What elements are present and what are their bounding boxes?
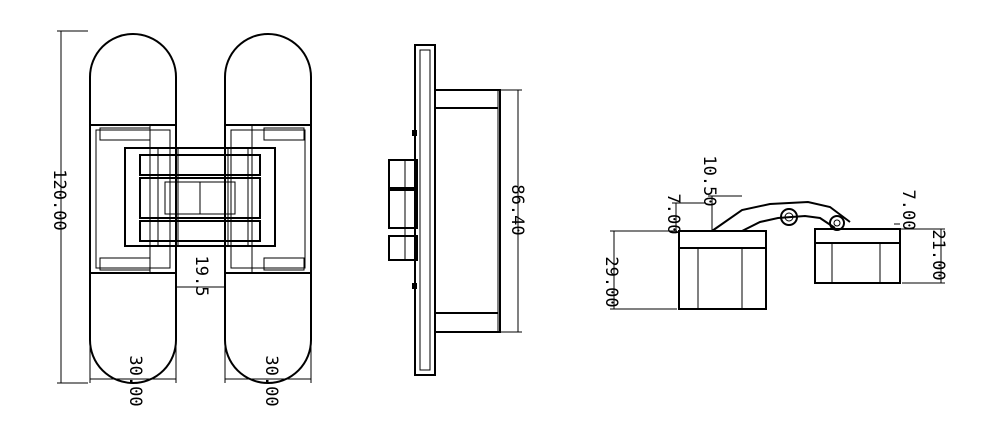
label-21-00: 21.00 bbox=[928, 229, 948, 280]
dim-front-height: 120.00 bbox=[49, 30, 88, 384]
dim-front-width-left: 30.00 bbox=[89, 340, 177, 407]
top-view: 29.00 7.00 10.50 7.00 21.00 bbox=[601, 155, 948, 310]
label-19-5: 19.5 bbox=[191, 256, 211, 297]
top-left-housing bbox=[678, 230, 767, 310]
label-120: 120.00 bbox=[49, 169, 69, 230]
dim-front-gap: 19.5 bbox=[175, 256, 226, 297]
front-right-plate bbox=[224, 124, 312, 274]
dim-top-offset-right: 7.00 bbox=[894, 190, 918, 231]
dim-side-height: 86.40 bbox=[500, 89, 527, 333]
label-7-left: 7.00 bbox=[663, 194, 683, 235]
label-7-right: 7.00 bbox=[898, 190, 918, 231]
label-30-left: 30.00 bbox=[125, 355, 145, 406]
dim-top-arm-height: 10.50 bbox=[699, 155, 742, 231]
top-pivot-left bbox=[780, 208, 798, 226]
dim-top-offset-left: 7.00 bbox=[663, 194, 706, 235]
label-86-40: 86.40 bbox=[507, 184, 527, 235]
label-29-00: 29.00 bbox=[601, 256, 621, 307]
dim-top-height-right: 21.00 bbox=[902, 228, 948, 284]
side-knuckle-mid bbox=[388, 189, 418, 229]
top-right-housing bbox=[814, 228, 901, 284]
top-pivot-right bbox=[829, 215, 845, 231]
dim-top-height-left: 29.00 bbox=[601, 230, 677, 310]
front-left-plate bbox=[89, 124, 177, 274]
front-mechanism bbox=[124, 147, 276, 247]
side-view: 86.40 bbox=[388, 44, 527, 376]
side-body bbox=[435, 89, 501, 333]
front-view: 120.00 19.5 30.00 30.00 bbox=[49, 30, 312, 407]
side-knuckle-bottom bbox=[388, 235, 418, 261]
side-plate bbox=[414, 44, 436, 376]
front-right-leaf bbox=[224, 33, 312, 384]
side-knuckle-top bbox=[388, 159, 418, 189]
dim-front-width-right: 30.00 bbox=[224, 340, 312, 407]
top-arm bbox=[711, 200, 851, 232]
label-30-right: 30.00 bbox=[261, 355, 281, 406]
label-10-50: 10.50 bbox=[699, 155, 719, 206]
front-left-leaf bbox=[89, 33, 177, 384]
